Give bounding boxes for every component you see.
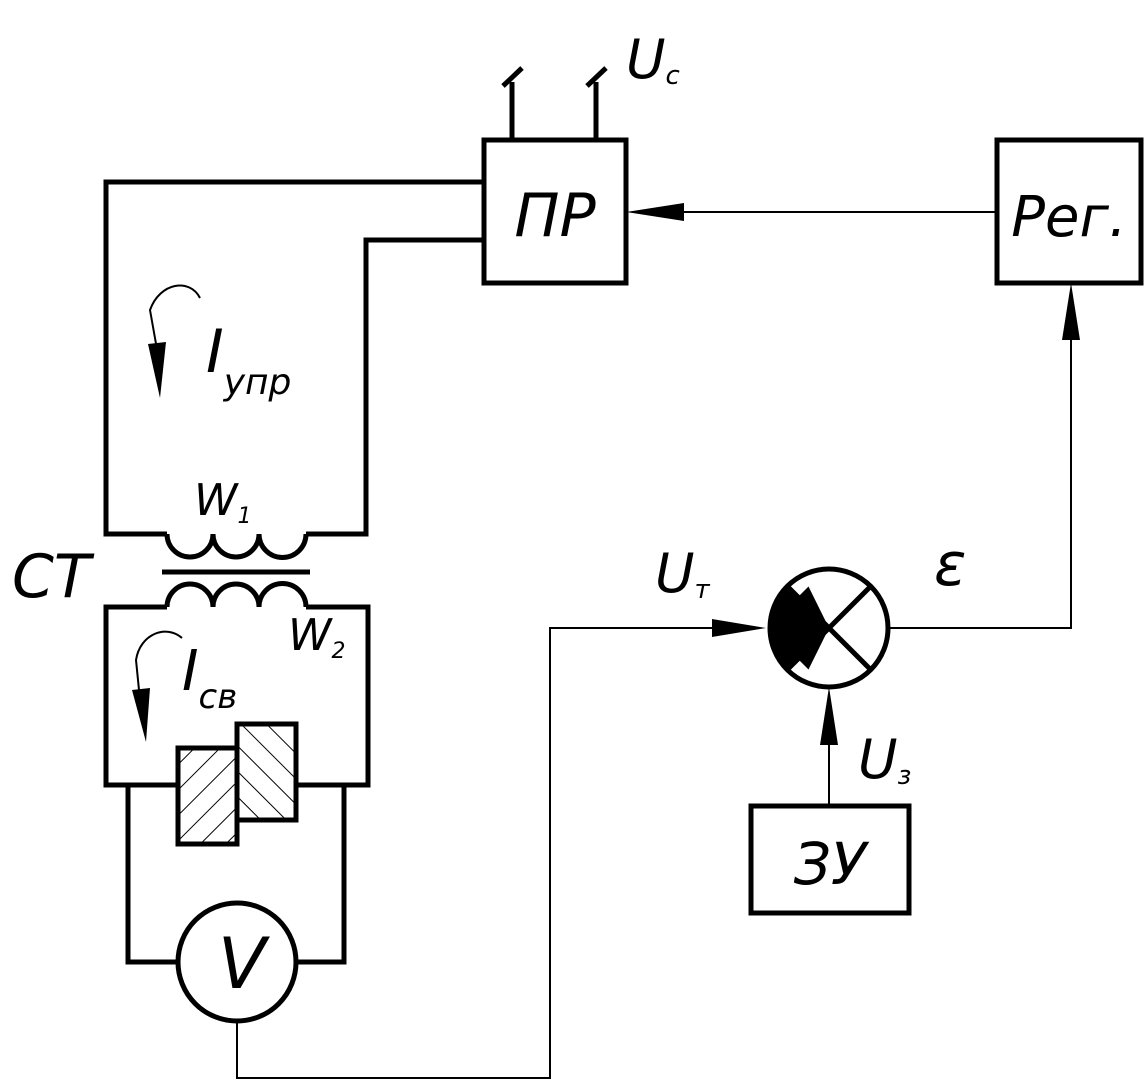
control-current-arrowhead [148,342,166,398]
weld-current-label: Iсв [182,639,237,717]
regulator-block-label: Рег. [1011,185,1126,250]
control-current-arrow [148,284,201,356]
error-signal-label: ε [934,530,966,600]
comparator [767,566,891,690]
pr-block-label: ПР [514,181,596,251]
control-current-label: Iупр [206,317,291,403]
winding-1-label: W1 [194,475,252,529]
secondary-circuit [103,604,178,788]
voltmeter-label: V [218,923,270,1005]
pr-block [481,137,629,286]
voltmeter-lead-right [296,785,347,965]
winding-2-label: W2 [288,610,346,664]
weld-current-arrow [134,630,183,701]
supply-terminals [501,66,608,140]
error-arrow [1062,283,1080,340]
electrode-right [234,721,299,823]
error-line [888,340,1072,629]
feedback-arrow [712,619,766,637]
setpoint-arrow [820,687,838,745]
primary-winding [164,533,309,560]
setpoint-voltage-label: Uз [858,728,911,791]
regulator-to-pr-arrow [626,203,684,221]
electrode-left [175,745,240,847]
supply-voltage-label: Uс [626,28,680,91]
feedback-voltage-label: Uт [655,542,711,605]
secondary-winding [164,581,309,608]
transformer-label: СТ [12,542,95,612]
feedback-line [236,627,712,1079]
primary-circuit-outer [103,179,484,537]
setpoint-block-label: ЗУ [794,830,870,898]
primary-circuit-inner [306,237,484,537]
secondary-circuit-right [296,604,371,788]
voltmeter-lead-left [125,785,178,965]
weld-current-arrowhead [132,688,150,742]
